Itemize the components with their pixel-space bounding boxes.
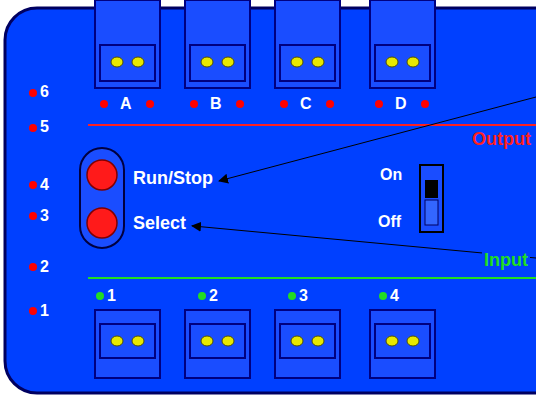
leader-line	[219, 97, 536, 181]
switch-slider	[425, 180, 438, 198]
level-number: 5	[40, 118, 49, 136]
button-label: Run/Stop	[133, 169, 213, 189]
level-number: 4	[40, 176, 49, 194]
section-title: Input	[482, 251, 530, 271]
switch-label: On	[380, 166, 402, 184]
output-divider	[88, 124, 536, 126]
level-number: 6	[40, 83, 49, 101]
run-stop-button	[87, 160, 117, 190]
input-number: 2	[209, 287, 218, 305]
section-title: Output	[472, 130, 531, 150]
level-number: 3	[40, 207, 49, 225]
power-switch	[420, 165, 443, 232]
input-terminals	[95, 310, 435, 378]
level-number: 1	[40, 302, 49, 320]
switch-track	[425, 200, 438, 225]
level-number: 2	[40, 258, 49, 276]
port-letter: C	[300, 95, 312, 113]
switch-label: Off	[378, 213, 401, 231]
level-leds	[29, 89, 37, 315]
port-letter: A	[120, 95, 132, 113]
input-number: 1	[107, 287, 116, 305]
input-number: 3	[299, 287, 308, 305]
input-number: 4	[390, 287, 399, 305]
terminal-screws	[111, 57, 419, 346]
input-leds	[96, 292, 387, 300]
input-divider	[88, 277, 536, 279]
port-letter: D	[395, 95, 407, 113]
output-terminals	[95, 0, 435, 88]
output-leds	[100, 100, 429, 108]
select-button	[87, 208, 117, 238]
button-housing	[80, 148, 124, 248]
panel-body	[5, 8, 536, 393]
button-label: Select	[133, 214, 186, 234]
port-letter: B	[210, 95, 222, 113]
